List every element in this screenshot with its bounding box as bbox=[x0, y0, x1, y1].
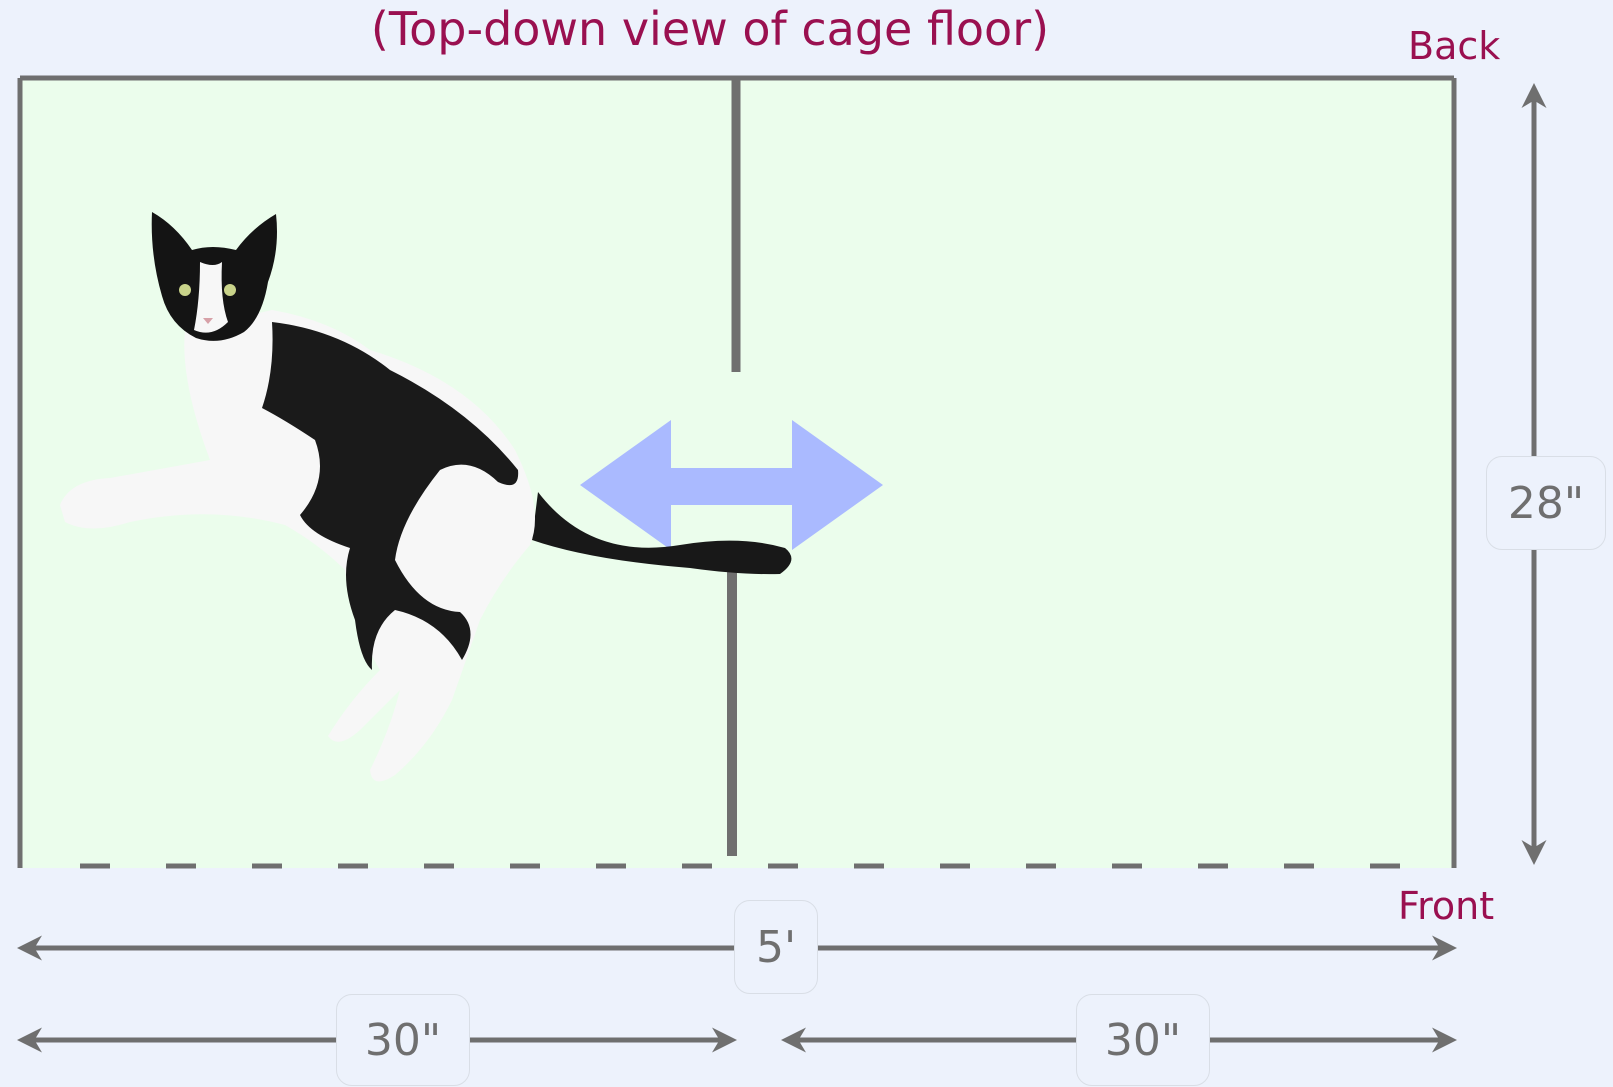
diagram-title: (Top-down view of cage floor) bbox=[370, 2, 1050, 56]
double-arrow-icon bbox=[580, 420, 883, 550]
cat-image bbox=[60, 212, 792, 782]
total-width-label: 5' bbox=[734, 900, 818, 994]
right-section-label: 30" bbox=[1076, 994, 1210, 1086]
front-label: Front bbox=[1398, 884, 1495, 928]
left-section-label: 30" bbox=[336, 994, 470, 1086]
back-label: Back bbox=[1408, 24, 1501, 68]
depth-label: 28" bbox=[1486, 456, 1606, 550]
